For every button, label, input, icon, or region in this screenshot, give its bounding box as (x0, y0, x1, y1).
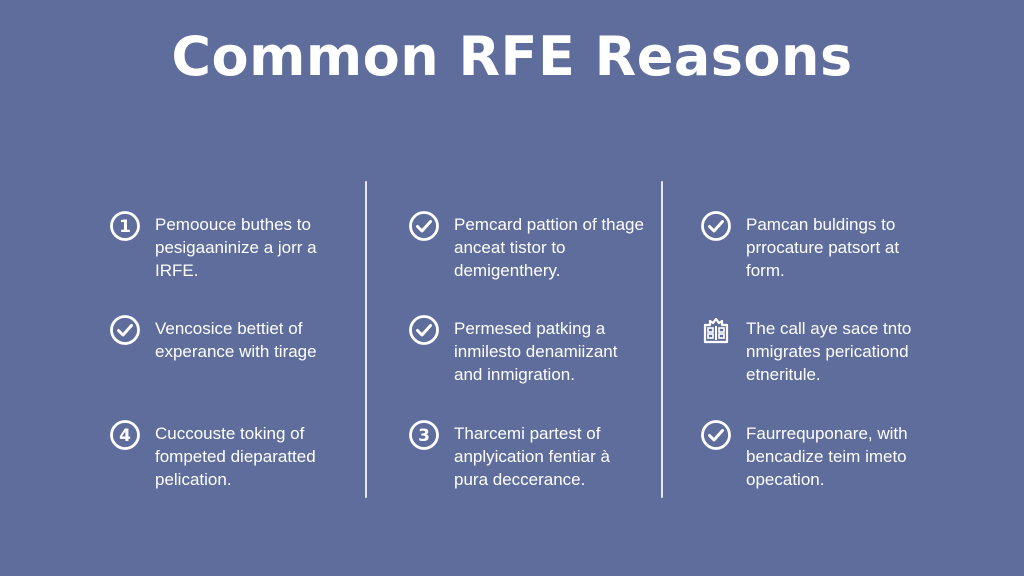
check-circle-icon (408, 210, 440, 242)
page-title: Common RFE Reasons (171, 25, 853, 88)
reason-text: Pamcan buldings to prrocature patsort at… (746, 215, 900, 280)
svg-text:3: 3 (418, 426, 430, 446)
check-circle-icon (700, 210, 732, 242)
reason-text: Cuccouste toking of fompeted dieparatted… (155, 424, 316, 489)
reason-text: Pemcard pattion of thage anceat tistor t… (454, 215, 644, 280)
reason-text: Permesed patking a inmilesto denamiizant… (454, 319, 618, 384)
number-1-circle-icon: 1 (109, 210, 141, 242)
check-circle-icon (700, 419, 732, 451)
column-divider (661, 181, 663, 498)
reason-text: Vencosice bettiet of experance with tira… (155, 319, 317, 361)
number-3-circle-icon: 3 (408, 419, 440, 451)
reason-text: Pemoouce buthes to pesigaaninize a jorr … (155, 215, 317, 280)
svg-text:4: 4 (119, 426, 131, 446)
check-circle-icon (109, 314, 141, 346)
reason-text: The call aye sace tnto nmigrates pericat… (746, 319, 912, 384)
number-4-circle-icon: 4 (109, 419, 141, 451)
building-document-icon (700, 314, 732, 346)
reason-text: Faurrequponare, with bencadize teim imet… (746, 424, 908, 489)
check-circle-icon (408, 314, 440, 346)
column-divider (365, 181, 367, 498)
svg-text:1: 1 (119, 217, 131, 237)
reason-text: Tharcemi partest of anplyication fentiar… (454, 424, 610, 489)
